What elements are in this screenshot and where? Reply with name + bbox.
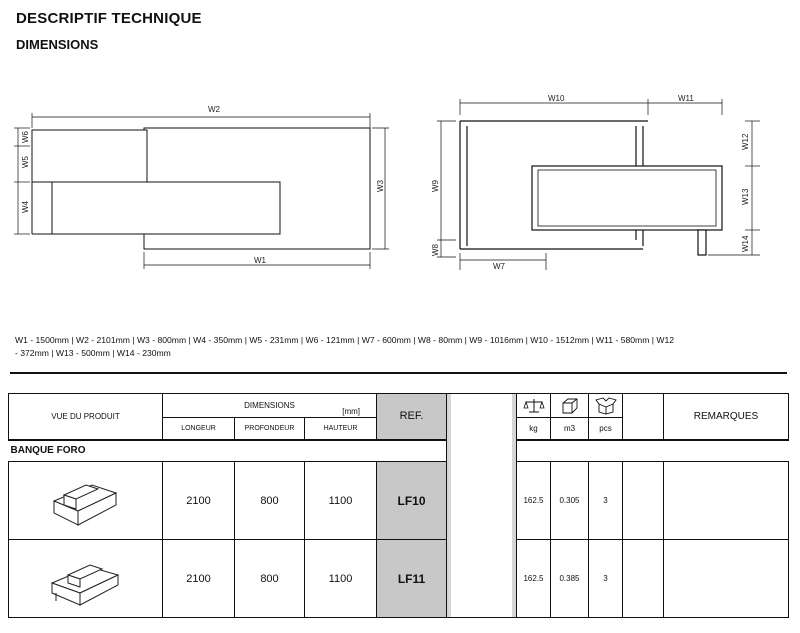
row1-m3: 0.305 (550, 461, 589, 540)
row2-m3: 0.385 (550, 539, 589, 618)
scale-icon (522, 398, 545, 412)
document-title: DESCRIPTIF TECHNIQUE (16, 10, 202, 27)
product-image (8, 539, 163, 618)
dimensions-list: W1 - 1500mm | W2 - 2101mm | W3 - 800mm |… (15, 335, 675, 358)
technical-drawing: W2 W1 W3 W6 W5 W4 W10 (14, 94, 760, 271)
row1-height: 1100 (304, 461, 377, 540)
header-hauteur: HAUTEUR (304, 417, 377, 440)
row1-length: 2100 (162, 461, 235, 540)
row2-kg: 162.5 (516, 539, 551, 618)
section-heading: DIMENSIONS (16, 37, 99, 52)
blank-column (446, 393, 517, 618)
divider (10, 372, 787, 374)
label-w12: W12 (741, 133, 750, 150)
desk-front-outline (51, 181, 281, 235)
label-w11: W11 (678, 94, 694, 103)
desk-illustration-icon (50, 563, 119, 606)
section-banque-foro: BANQUE FORO (8, 438, 447, 462)
row1-empty (622, 461, 664, 540)
header-profondeur: PROFONDEUR (234, 417, 305, 440)
header-dimensions: DIMENSIONS [mm] (162, 393, 377, 418)
label-w1: W1 (254, 256, 267, 265)
label-w5: W5 (21, 155, 30, 168)
table-row: 2100 800 1100 LF11 162.5 0.385 3 (8, 539, 789, 618)
product-image (8, 461, 163, 540)
row1-remarks (663, 461, 789, 540)
label-w4: W4 (21, 200, 30, 213)
header-longeur: LONGEUR (162, 417, 235, 440)
dimensions-label: DIMENSIONS (244, 401, 295, 410)
label-w13: W13 (741, 188, 750, 205)
header-m3: m3 (550, 417, 589, 440)
unit-label: [mm] (342, 407, 360, 416)
label-w2: W2 (208, 105, 221, 114)
label-w6: W6 (21, 130, 30, 143)
desk-side-outline (31, 129, 148, 183)
row1-pcs: 3 (588, 461, 623, 540)
label-w8: W8 (431, 243, 440, 256)
header-pcs: pcs (588, 417, 623, 440)
row2-height: 1100 (304, 539, 377, 618)
header-empty (622, 393, 664, 440)
label-w7: W7 (493, 262, 506, 271)
header-ref: REF. (376, 393, 447, 440)
label-w14: W14 (741, 235, 750, 252)
product-table: VUE DU PRODUIT DIMENSIONS [mm] REF. (8, 393, 789, 618)
row2-empty (622, 539, 664, 618)
header-remarques: REMARQUES (663, 393, 789, 440)
cube-icon (562, 398, 577, 413)
header-kg: kg (516, 417, 551, 440)
row2-length: 2100 (162, 539, 235, 618)
desk-illustration-icon (52, 483, 117, 526)
section-fill (516, 438, 789, 462)
label-w3: W3 (376, 179, 385, 192)
volume-header (550, 393, 589, 418)
table-row: 2100 800 1100 LF10 162.5 0.305 3 (8, 461, 789, 540)
row1-depth: 800 (234, 461, 305, 540)
label-w9: W9 (431, 179, 440, 192)
row1-kg: 162.5 (516, 461, 551, 540)
row2-pcs: 3 (588, 539, 623, 618)
row2-ref: LF11 (376, 539, 447, 618)
label-w10: W10 (548, 94, 565, 103)
row2-remarks (663, 539, 789, 618)
row1-ref: LF10 (376, 461, 447, 540)
box-icon (594, 396, 617, 414)
weight-header (516, 393, 551, 418)
header-vue-produit: VUE DU PRODUIT (8, 393, 163, 440)
row2-depth: 800 (234, 539, 305, 618)
pieces-header (588, 393, 623, 418)
